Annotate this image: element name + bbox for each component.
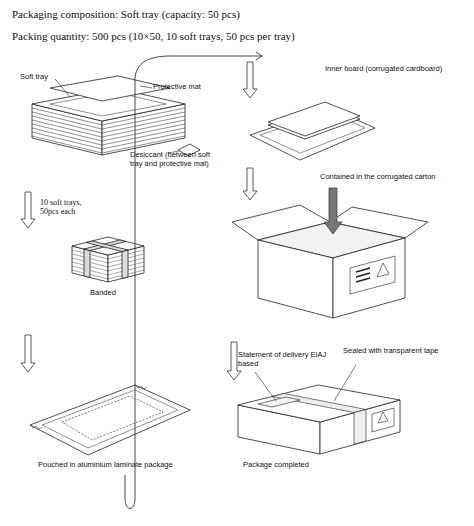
delivery-statement [258,397,300,407]
pouch-contents [62,396,163,440]
step-caption: Pouched in aluminium laminate package [38,460,213,469]
caution-triangle [377,263,389,277]
label-marks [356,268,370,282]
note-label: Packing quantity: 500 pcs (10×50, 10 sof… [12,30,295,43]
carton-label [372,408,394,432]
return-line [125,56,262,509]
block-arrow [243,62,257,98]
band [86,241,128,252]
block-arrow [21,192,35,228]
banded-stack [72,237,144,282]
pouch-outline [30,385,190,455]
arrow-head [256,52,262,60]
carton-label [350,256,395,294]
step-caption: Desiccant (between soft tray and protect… [130,150,212,168]
step-node: Statement of delivery EIAJ basedSealed w… [228,380,440,475]
band [84,249,90,278]
inner-board [268,102,360,136]
insert-arrow [324,188,342,234]
step-node: Soft trayProtective matDesiccant (betwee… [18,70,208,192]
page-title: Packaging composition: Soft tray (capaci… [12,8,240,21]
carton-top [238,385,400,422]
protective-mat [50,76,170,101]
step-caption: Statement of delivery EIAJ based [238,350,328,368]
step-caption: Package completed [243,460,343,469]
step-caption: Sealed with transparent tape [343,346,453,355]
banded-top [72,237,144,255]
flow-arrow [243,168,257,200]
step-node: Banded [18,228,150,335]
inner-board-step [250,102,375,160]
flow-arrow [125,52,262,509]
caution-triangle [378,412,388,423]
block-arrow [21,335,35,372]
leader-lines [255,365,356,401]
closed-carton [238,365,400,454]
carton-front [258,240,333,318]
flow-arrow [227,342,241,380]
block-arrow [243,168,257,200]
pouch-seal [42,390,178,448]
step-caption: Protective mat [153,82,213,91]
aluminium-pouch [30,385,190,455]
carton-side [333,238,405,318]
step-node: Inner board (corrugated cardboard) [240,98,440,168]
flow-arrow [21,192,35,228]
step-node: Pouched in aluminium laminate package [18,372,210,475]
block-arrow [227,342,241,380]
transparent-tape [354,410,366,445]
step-caption: Banded [90,288,140,297]
open-carton [232,188,428,318]
step-caption: Contained in the corrugated carton [320,172,465,181]
edge-label: 10 soft trays, 50pcs each [40,198,102,216]
pouch-crimp [30,385,147,429]
step-caption: Soft tray [20,72,80,81]
band [122,250,128,279]
flow-arrow [21,335,35,372]
step-caption: Inner board (corrugated cardboard) [325,64,470,73]
step-node: Contained in the corrugated carton [228,200,440,342]
